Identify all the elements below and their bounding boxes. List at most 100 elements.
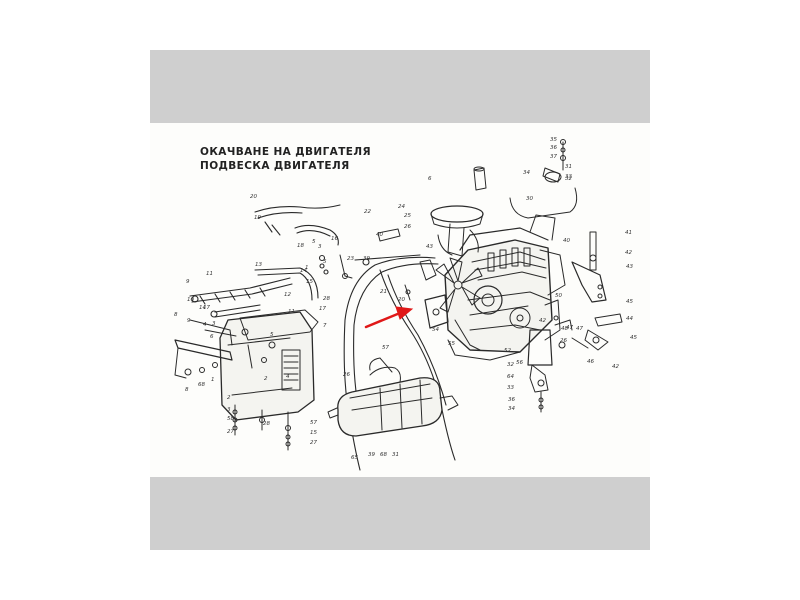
- callout-number: 21: [380, 289, 387, 295]
- radiator: [219, 309, 319, 451]
- front-mount-bracket: [419, 259, 449, 329]
- callout-number: 52: [504, 348, 511, 354]
- callout-number: 26: [560, 338, 567, 344]
- callout-number: 57: [382, 345, 389, 351]
- callout-number: 3: [227, 407, 231, 413]
- callout-number: 22: [364, 209, 371, 215]
- callout-number: 5: [270, 332, 274, 338]
- callout-number: 18: [297, 243, 304, 249]
- callout-number: 15: [310, 430, 317, 436]
- callout-number: 44: [626, 316, 633, 322]
- callout-number: 20: [398, 297, 405, 303]
- callout-number: 11: [206, 271, 213, 277]
- callout-number: 50: [555, 293, 562, 299]
- callout-number: 9: [186, 279, 190, 285]
- muffler-hose: [369, 366, 401, 383]
- diagram-title-russian: ПОДВЕСКА ДВИГАТЕЛЯ: [200, 160, 350, 172]
- callout-number: 28: [263, 421, 270, 427]
- callout-number: 56: [516, 360, 523, 366]
- top-gray-band: [150, 50, 650, 123]
- callout-labels: 3536373133343262422252639304140424345444…: [174, 137, 637, 461]
- callout-number: 47: [566, 325, 573, 331]
- callout-number: 45: [626, 299, 633, 305]
- left-support-bracket: [174, 319, 276, 379]
- callout-number: 39: [368, 452, 375, 458]
- callout-number: 34: [523, 170, 530, 176]
- callout-number: 37: [550, 154, 557, 160]
- callout-number: 9: [187, 318, 191, 324]
- engine-block: [444, 214, 566, 361]
- muffler: [327, 357, 459, 437]
- callout-number: 17: [319, 306, 326, 312]
- callout-number: 27: [310, 440, 317, 446]
- callout-number: 35: [550, 137, 557, 143]
- callout-number: 23: [347, 256, 354, 262]
- callout-number: 7: [323, 323, 327, 329]
- callout-number: 2: [227, 395, 231, 401]
- callout-number: 33: [507, 385, 514, 391]
- callout-number: 40: [563, 238, 570, 244]
- callout-number: 13: [255, 262, 262, 268]
- callout-number: 47: [576, 326, 583, 332]
- callout-number: 25: [404, 213, 411, 219]
- callout-number: 24: [398, 204, 405, 210]
- callout-number: 17: [203, 305, 210, 311]
- callout-number: 42: [539, 318, 546, 324]
- small-fasteners: [339, 254, 411, 301]
- callout-number: 5: [312, 239, 316, 245]
- exhaust-pipe: [343, 254, 456, 471]
- callout-number: 14: [300, 268, 307, 274]
- callout-number: 54: [432, 327, 439, 333]
- callout-number: 31: [565, 164, 572, 170]
- callout-number: 68: [380, 452, 387, 458]
- callout-number: 3: [212, 321, 216, 327]
- top-fastener-stack: [509, 139, 578, 219]
- callout-number: 64: [507, 374, 514, 380]
- bottom-gray-band: [150, 477, 650, 550]
- callout-number: 57: [310, 420, 317, 426]
- callout-number: 14: [199, 305, 206, 311]
- callout-number: 45: [630, 335, 637, 341]
- callout-number: 4: [286, 374, 290, 380]
- air-filter: [430, 205, 484, 257]
- callout-number: 11: [288, 309, 295, 315]
- callout-number: 32: [565, 176, 572, 182]
- callout-number: 8: [174, 312, 178, 318]
- callout-number: 34: [508, 406, 515, 412]
- callout-number: 8: [185, 387, 189, 393]
- callout-number: 43: [626, 264, 633, 270]
- red-pointer-arrow: [364, 306, 414, 329]
- callout-number: 26: [404, 224, 411, 230]
- callout-number: 4: [203, 322, 207, 328]
- callout-number: 31: [392, 452, 399, 458]
- lower-engine-mount: [527, 315, 573, 413]
- callout-number: 1: [305, 265, 309, 271]
- callout-number: 6: [210, 334, 214, 340]
- callout-number: 1: [211, 377, 215, 383]
- callout-number: 6: [428, 176, 432, 182]
- right-engine-mount: [571, 231, 623, 351]
- callout-number: 2: [264, 376, 268, 382]
- callout-number: 26: [343, 372, 350, 378]
- callout-number: 32: [507, 362, 514, 368]
- callout-number: 48: [561, 326, 568, 332]
- callout-number: 39: [363, 256, 370, 262]
- upper-hoses: [254, 204, 341, 275]
- callout-number: 46: [587, 359, 594, 365]
- callout-number: 30: [526, 196, 533, 202]
- callout-number: 58: [227, 416, 234, 422]
- callout-number: 42: [612, 364, 619, 370]
- callout-number: 43: [426, 244, 433, 250]
- callout-number: 27: [227, 429, 234, 435]
- callout-number: 55: [448, 341, 455, 347]
- callout-number: 5: [323, 259, 327, 265]
- callout-number: 33: [565, 174, 572, 180]
- callout-number: 65: [351, 455, 358, 461]
- callout-number: 16: [331, 236, 338, 242]
- rubber-bushing-part: [377, 166, 487, 242]
- coolant-hoses: [189, 267, 319, 318]
- callout-number: 3: [318, 244, 322, 250]
- callout-number: 36: [508, 397, 515, 403]
- callout-number: 12: [284, 292, 291, 298]
- callout-number: 28: [323, 296, 330, 302]
